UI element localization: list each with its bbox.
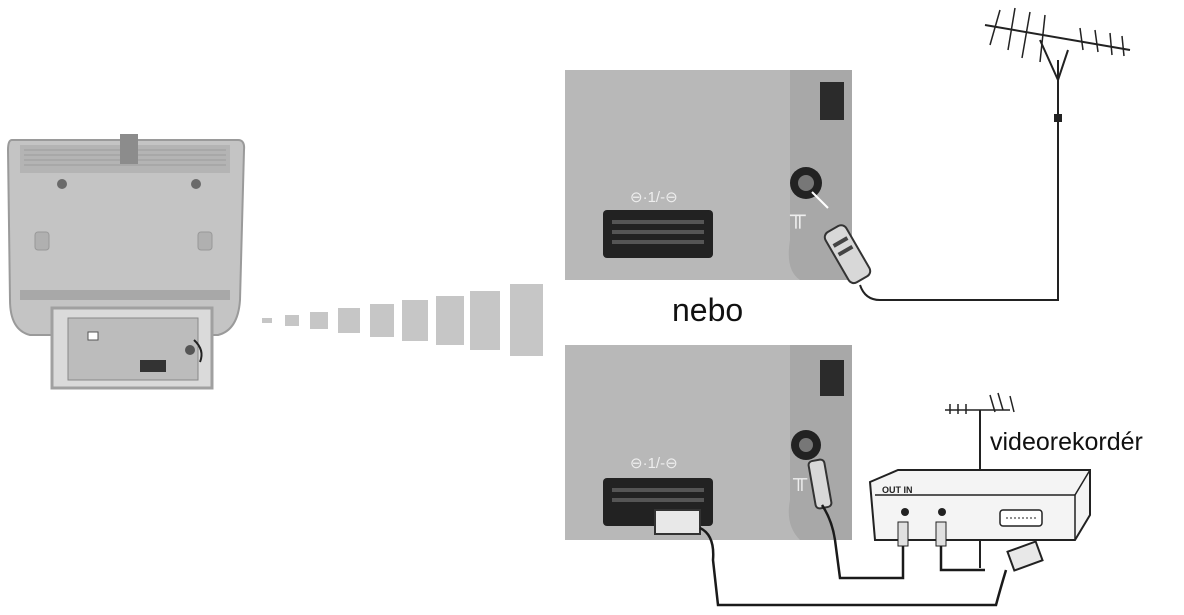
alternative-label: nebo — [672, 292, 743, 329]
svg-text:╥: ╥ — [792, 468, 808, 491]
scart-label-bottom: ⊖·1/-⊖ — [630, 454, 678, 472]
svg-text:╥: ╥ — [789, 202, 806, 229]
scart-label-top: ⊖·1/-⊖ — [630, 188, 678, 206]
tv-rear-panel-bottom: ╥ — [565, 345, 852, 540]
zoom-indicator — [262, 284, 543, 356]
antenna-icon — [860, 8, 1130, 300]
vcr-port-label: OUT IN — [882, 485, 913, 495]
tv-rear-panel-top: ╥ — [565, 70, 872, 285]
vcr-label: videorekordér — [990, 428, 1143, 457]
tv-rear-view — [8, 134, 244, 388]
